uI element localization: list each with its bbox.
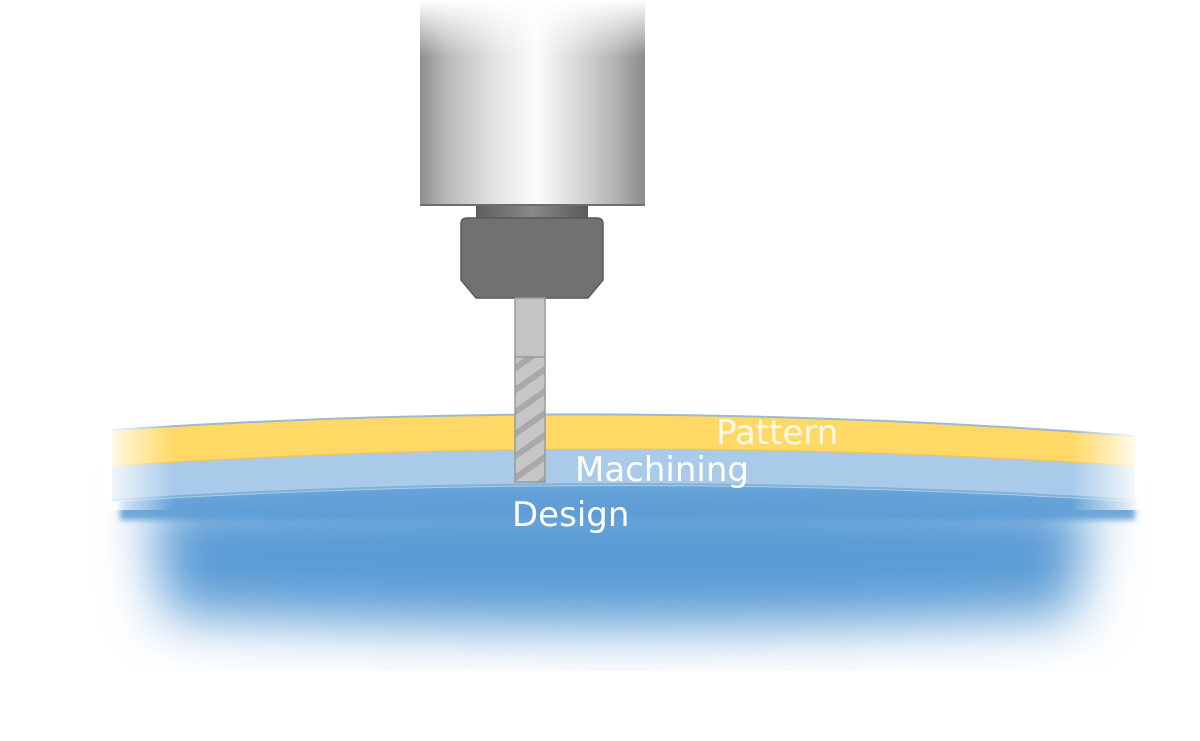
end-mill-tool-icon: [514, 297, 546, 483]
spindle-housing-icon: [420, 0, 645, 206]
machining-label: Machining: [575, 450, 749, 490]
collet-nut-icon: [460, 206, 604, 299]
pattern-label: Pattern: [716, 413, 838, 453]
design-label: Design: [512, 495, 629, 535]
